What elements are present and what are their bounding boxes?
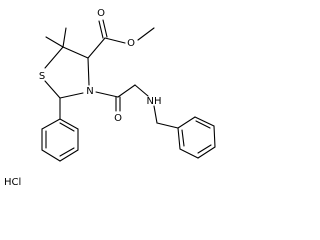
bond-benzyl-ring-5 xyxy=(179,148,199,159)
bond-ch2-nh xyxy=(134,84,149,97)
bond-carbonyl-double-b xyxy=(102,19,108,38)
bond-c2-s1 xyxy=(44,80,61,99)
bond-c4-carboxyl xyxy=(87,37,106,59)
bond-n3-c2 xyxy=(59,92,84,99)
bond-phenyl-ring-1 xyxy=(41,118,61,130)
bond-benzyl-ring-4 xyxy=(197,146,216,159)
bond-n3-acyl xyxy=(95,91,119,98)
bond-c5-c4 xyxy=(62,46,89,59)
chemical-structure-diagram: O O S N O NH HCl xyxy=(4,8,216,188)
atom-label-amine-nh: NH xyxy=(147,96,162,107)
bond-s1-c5 xyxy=(44,46,64,69)
bond-c4-n3 xyxy=(87,57,90,86)
bond-benzyl-ring-1 xyxy=(177,116,196,129)
bond-methyl-1 xyxy=(45,36,64,48)
bonds xyxy=(41,19,216,162)
atom-label-ester-carbonyl-oxygen: O xyxy=(97,8,105,19)
atom-label-ester-oxygen: O xyxy=(127,38,135,49)
bond-benzyl-ring-inner-3 xyxy=(181,129,185,147)
bond-phenyl-ring-inner-2 xyxy=(59,147,75,157)
bond-nh-benzylch2 xyxy=(153,105,158,124)
bond-phenyl-ring-inner-3 xyxy=(59,122,75,132)
bond-methyl-2 xyxy=(62,27,67,48)
bond-benzyl-ring-6 xyxy=(177,127,181,150)
bond-benzylch2-ring xyxy=(156,122,179,129)
bond-oxygen-methyl xyxy=(137,27,155,41)
bond-benzyl-ring-3 xyxy=(213,125,216,148)
bond-carbonyl-double-a xyxy=(98,20,104,39)
bond-phenyl-ring-4 xyxy=(59,149,79,162)
bond-acyl-ch2 xyxy=(117,84,136,98)
bond-carboxyl-oxygen xyxy=(104,37,126,44)
bond-phenyl-ring-3 xyxy=(41,149,61,162)
bond-benzyl-ring-inner-1 xyxy=(195,120,211,129)
atom-label-ring-nitrogen: N xyxy=(86,86,93,97)
bond-benzyl-ring-2 xyxy=(194,116,215,127)
salt-label: HCl xyxy=(4,177,21,188)
bond-phenyl-ring-6 xyxy=(59,118,79,130)
atom-label-ring-sulfur: S xyxy=(39,71,45,82)
bond-benzyl-ring-inner-2 xyxy=(197,144,212,154)
atom-label-amide-oxygen: O xyxy=(114,113,122,124)
atom-labels: O O S N O NH HCl xyxy=(4,8,162,188)
